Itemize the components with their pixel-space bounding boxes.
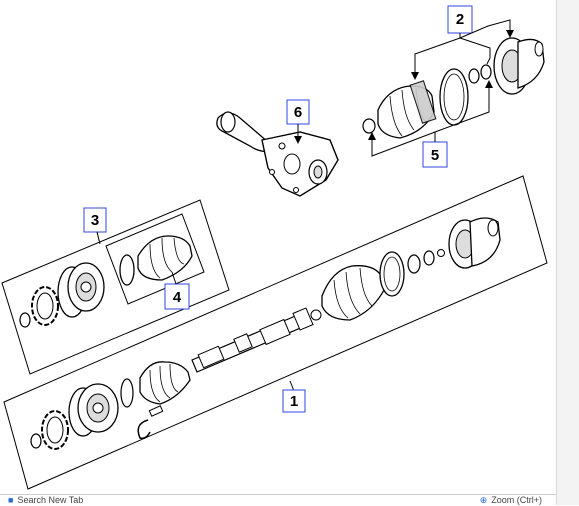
outer-joint-kit-group: 3 4 xyxy=(1,199,230,375)
callout-label-6: 6 xyxy=(294,104,302,121)
outer-cv-joint xyxy=(68,383,119,437)
callout-label-1: 1 xyxy=(290,393,298,410)
callout-label-2: 2 xyxy=(456,11,464,28)
inner-cv-joint xyxy=(448,217,501,269)
callout-label-4: 4 xyxy=(173,289,182,306)
exploded-parts-diagram: 1 3 4 xyxy=(1,5,548,490)
callout-box-4 xyxy=(164,283,190,310)
vertical-scrollbar[interactable] xyxy=(556,0,579,505)
toolbar-left-label[interactable]: Search New Tab xyxy=(17,495,84,505)
new-tab-icon[interactable]: ■ xyxy=(8,495,14,505)
bottom-toolbar: ■ Search New Tab ⊕ Zoom (Ctrl+) xyxy=(0,494,556,506)
inner-joint-boot-kit: 2 5 xyxy=(362,5,545,168)
axle-shaft-assembly-group: 1 xyxy=(3,175,548,490)
callout-label-3: 3 xyxy=(91,212,99,229)
toolbar-right-label[interactable]: Zoom (Ctrl+) xyxy=(491,495,542,505)
outer-boot xyxy=(139,361,191,405)
callout-box-1 xyxy=(282,389,306,413)
outer-joint-kit-outline xyxy=(1,199,230,375)
callout-box-3 xyxy=(83,207,107,233)
axle-assembly-outline xyxy=(3,175,548,490)
axle-shaft xyxy=(191,307,322,373)
clamp-ring-left xyxy=(41,410,69,450)
callout-box-2 xyxy=(447,5,473,34)
callout-label-5: 5 xyxy=(431,147,439,164)
boot-kit-outline xyxy=(105,213,205,305)
zoom-icon[interactable]: ⊕ xyxy=(479,495,488,505)
inner-boot xyxy=(321,265,385,321)
drive-flange-part: 6 xyxy=(216,99,339,197)
